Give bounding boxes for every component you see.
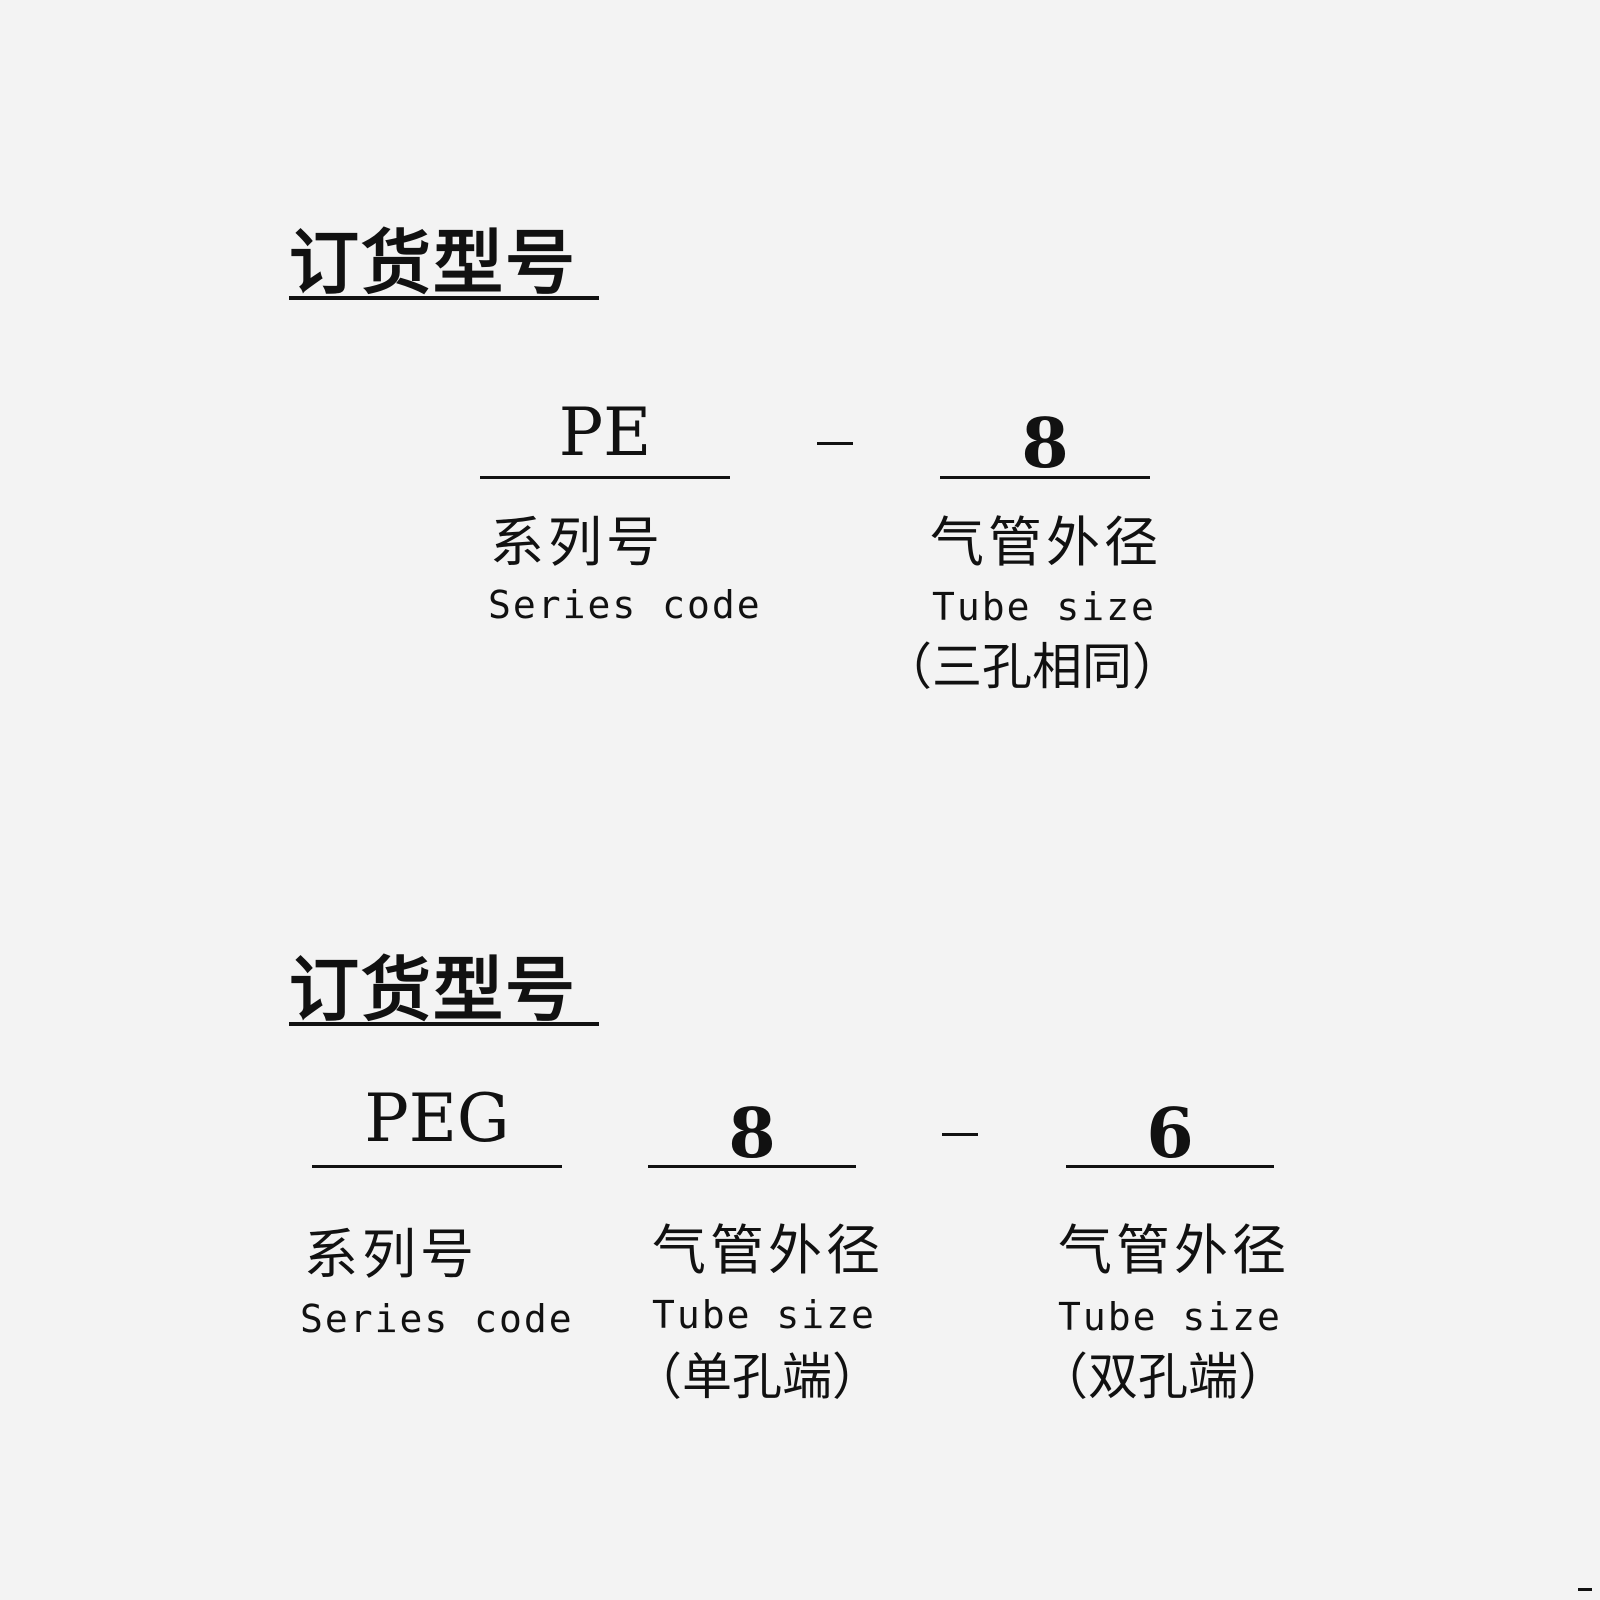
section2-tube-double-rule: [1066, 1165, 1274, 1168]
section2-tube-double-label-en: Tube size: [1058, 1295, 1282, 1339]
section1-series-label-cn: 系列号: [490, 511, 664, 574]
section2-series-value: PEG: [364, 1080, 510, 1157]
section1-series-value: PE: [558, 394, 652, 471]
section2-tube-double-label-cn: 气管外径: [1058, 1219, 1290, 1282]
section2-heading-underline: [289, 1022, 599, 1026]
section2-tube-single-rule: [648, 1165, 856, 1168]
section2-tube-single-label-note: （单孔端）: [632, 1348, 882, 1406]
section2-tube-single-label-en: Tube size: [652, 1293, 876, 1337]
section1-heading-underline: [289, 296, 599, 300]
section2-separator-dash: [942, 1133, 978, 1136]
section1-tube-label-note: （三孔相同）: [882, 638, 1182, 696]
section2-series-label-cn: 系列号: [304, 1223, 478, 1286]
corner-mark: [1578, 1588, 1592, 1591]
section1-heading: 订货型号: [289, 221, 577, 304]
section1-separator-dash: [817, 442, 853, 445]
section1-tube-label-en: Tube size: [932, 585, 1156, 629]
section2-tube-single-label-cn: 气管外径: [652, 1219, 884, 1282]
section1-tube-label-cn: 气管外径: [930, 511, 1162, 574]
section1-series-rule: [480, 476, 730, 479]
section2-series-label-en: Series code: [300, 1297, 574, 1341]
section2-tube-double-label-note: （双孔端）: [1038, 1348, 1288, 1406]
section2-tube-double-value: 6: [1146, 1094, 1194, 1174]
section1-series-label-en: Series code: [488, 583, 762, 627]
section1-tube-rule: [940, 476, 1150, 479]
section2-tube-single-value: 8: [728, 1094, 776, 1174]
section2-series-rule: [312, 1165, 562, 1168]
section1-tube-value: 8: [1021, 404, 1069, 484]
section2-heading: 订货型号: [289, 948, 577, 1031]
